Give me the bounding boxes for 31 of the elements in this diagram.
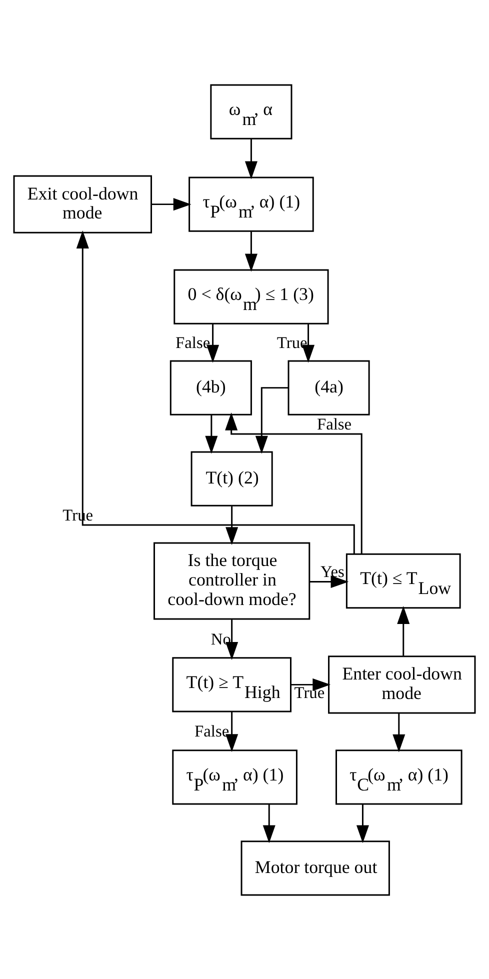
edge-label: True <box>294 682 325 702</box>
edge-label: False <box>176 332 210 352</box>
node-box: T(t) (2) <box>190 450 273 506</box>
arrow <box>205 414 218 454</box>
node-box: Is the torque controller in cool-down mode? <box>154 542 310 620</box>
arrow <box>255 386 288 454</box>
arrow <box>152 198 192 210</box>
arrow <box>244 138 258 179</box>
node-box: Enter cool-down mode <box>328 655 476 714</box>
edge-label: False <box>316 414 352 433</box>
edge-label: False <box>194 721 230 740</box>
arrow <box>262 804 276 843</box>
arrow <box>310 574 349 588</box>
arrow <box>392 712 406 752</box>
arrow <box>302 324 315 362</box>
node-box: (4b) <box>170 360 252 415</box>
arrow <box>397 606 410 656</box>
arrow <box>76 230 355 554</box>
edge-label: Yes <box>320 561 344 580</box>
arrow <box>356 804 369 843</box>
arrow <box>290 678 331 690</box>
arrow <box>226 619 238 660</box>
arrow <box>226 506 238 545</box>
edge-label: True <box>276 332 308 352</box>
node-box: Exit cool-down mode <box>13 174 152 233</box>
arrow <box>244 231 258 272</box>
arrow <box>206 324 220 362</box>
node-box: (4a) <box>288 360 370 415</box>
arrow <box>226 711 238 752</box>
node-box: Motor torque out <box>240 840 390 896</box>
arrow <box>225 412 362 554</box>
